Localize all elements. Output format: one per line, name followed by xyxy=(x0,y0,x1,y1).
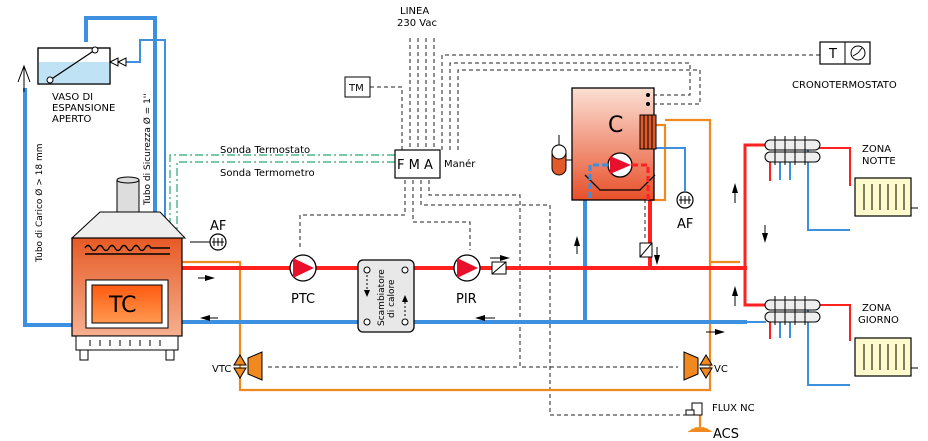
radiator-notte: ZONA NOTTE xyxy=(854,144,918,217)
boiler-internal-pipes xyxy=(588,163,650,200)
linea-label-2: 230 Vac xyxy=(397,18,437,29)
manifold-giorno xyxy=(764,296,821,325)
pump-pir: PIR xyxy=(453,254,507,307)
manifold-notte xyxy=(764,136,821,165)
radiator-giorno: ZONA GIORNO xyxy=(854,303,918,377)
tc-label: TC xyxy=(108,293,137,318)
tm-label: TM xyxy=(348,83,364,94)
valve-vtc: VTC xyxy=(212,351,263,381)
vaso-label-2: ESPANSIONE xyxy=(52,103,115,114)
expansion-vessel: VASO DI ESPANSIONE APERTO xyxy=(17,46,127,125)
linea-label-1: LINEA xyxy=(400,6,429,17)
sonda-termostato-label: Sonda Termostato xyxy=(220,145,310,156)
zona-notte-label-1: ZONA xyxy=(862,144,891,155)
pir-label: PIR xyxy=(456,292,477,307)
heat-exchanger: Scambiatore di calore xyxy=(357,259,415,333)
blue-zone-pipes xyxy=(779,148,850,386)
thermostat-t-label: T xyxy=(828,47,837,62)
maner-label: Manér xyxy=(444,158,476,170)
af-right-label: AF xyxy=(677,217,693,232)
pump-ptc: PTC xyxy=(289,254,317,307)
sensor-lines xyxy=(169,154,395,240)
af-meter-left: AF xyxy=(190,219,227,251)
flow-arrows xyxy=(198,183,768,335)
fma-label: F M A xyxy=(397,158,433,173)
flux-switch: FLUX NC ACS xyxy=(685,402,755,441)
vaso-label-3: APERTO xyxy=(52,114,92,125)
cronotermostato: T CRONOTERMOSTATO xyxy=(792,41,897,91)
vtc-label: VTC xyxy=(212,364,231,375)
vaso-label-1: VASO DI xyxy=(52,92,93,103)
zona-giorno-label-1: ZONA xyxy=(862,303,891,314)
scambiatore-label-1: Scambiatore xyxy=(377,269,387,326)
vc-label: VC xyxy=(714,364,728,375)
cronotermostato-label: CRONOTERMOSTATO xyxy=(792,80,897,91)
zona-giorno-label-2: GIORNO xyxy=(858,315,899,326)
acs-label: ACS xyxy=(713,427,739,441)
af-left-label: AF xyxy=(210,219,226,234)
control-box-fma: TM F M A Manér LINEA 230 Vac Sonda Termo… xyxy=(220,6,476,179)
gas-boiler: C xyxy=(551,87,657,201)
sonda-termometro-label: Sonda Termometro xyxy=(220,168,315,179)
ptc-label: PTC xyxy=(291,292,315,307)
check-valve-boiler xyxy=(639,242,653,258)
flux-label: FLUX NC xyxy=(712,403,755,414)
c-label: C xyxy=(608,113,623,138)
scambiatore-label-2: di calore xyxy=(387,279,397,318)
electric-wiring xyxy=(268,38,820,416)
wood-stove: TC xyxy=(70,176,187,361)
tubo-sicurezza-label: Tubo di Sicurezza Ø = 1'' xyxy=(142,93,153,206)
tubo-carico-label: Tubo di Carico Ø > 18 mm xyxy=(34,144,45,264)
af-meter-right: AF xyxy=(676,191,694,232)
zona-notte-label-2: NOTTE xyxy=(862,156,896,167)
valve-vc: VC xyxy=(683,351,728,381)
